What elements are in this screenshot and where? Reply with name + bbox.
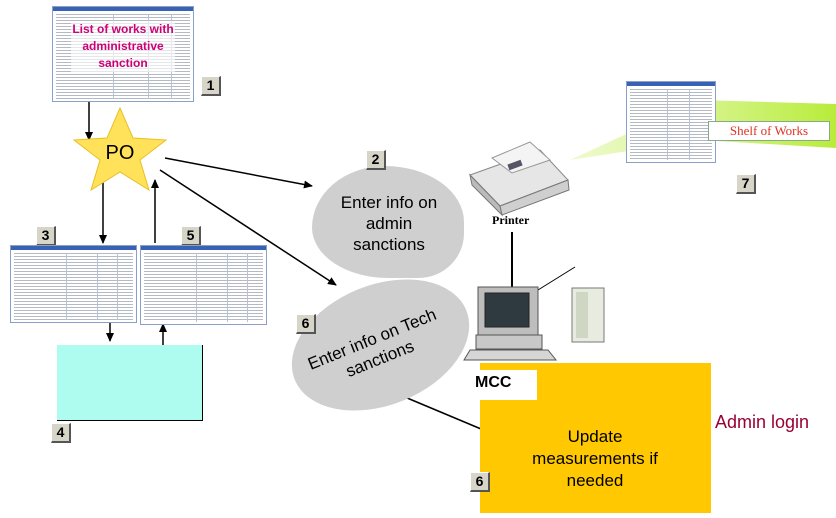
admin-sanction-bubble [312,166,464,278]
step-badge-3: 3 [36,226,56,246]
update-text: Update measurements if needed [532,427,658,490]
mcc-label: MCC [475,374,512,391]
admin-bubble-text: Enter info on admin sanctions [340,193,438,254]
pointer-line [537,266,576,291]
step-badge-1: 1 [201,76,221,96]
cyan-database-box [57,345,203,421]
admin-login-link[interactable]: Admin login [715,412,810,432]
step-badge-6-top: 6 [296,314,316,334]
arrow-po-to-admin-bubble [164,157,313,189]
works-list-caption: List of works with administrative sancti… [71,21,175,72]
po-label: PO [105,142,135,164]
step-badge-2: 2 [366,150,386,170]
step-badge-5: 5 [181,226,201,246]
shelf-label: Shelf of Works [708,121,830,141]
arrow-po-to-tech-bubble [159,169,337,286]
data-entry-screenshot-3 [10,245,137,323]
works-list-screenshot: List of works with administrative sancti… [52,6,194,102]
arrow-tech-to-update [399,394,494,435]
mcc-label-box [469,370,537,400]
step-badge-6-bottom: 6 [470,472,490,492]
data-entry-screenshot-5 [140,245,267,325]
printer-label: Printer [492,213,530,227]
shelf-screenshot [626,81,716,163]
step-badge-7: 7 [736,174,756,194]
step-badge-4: 4 [51,423,71,443]
